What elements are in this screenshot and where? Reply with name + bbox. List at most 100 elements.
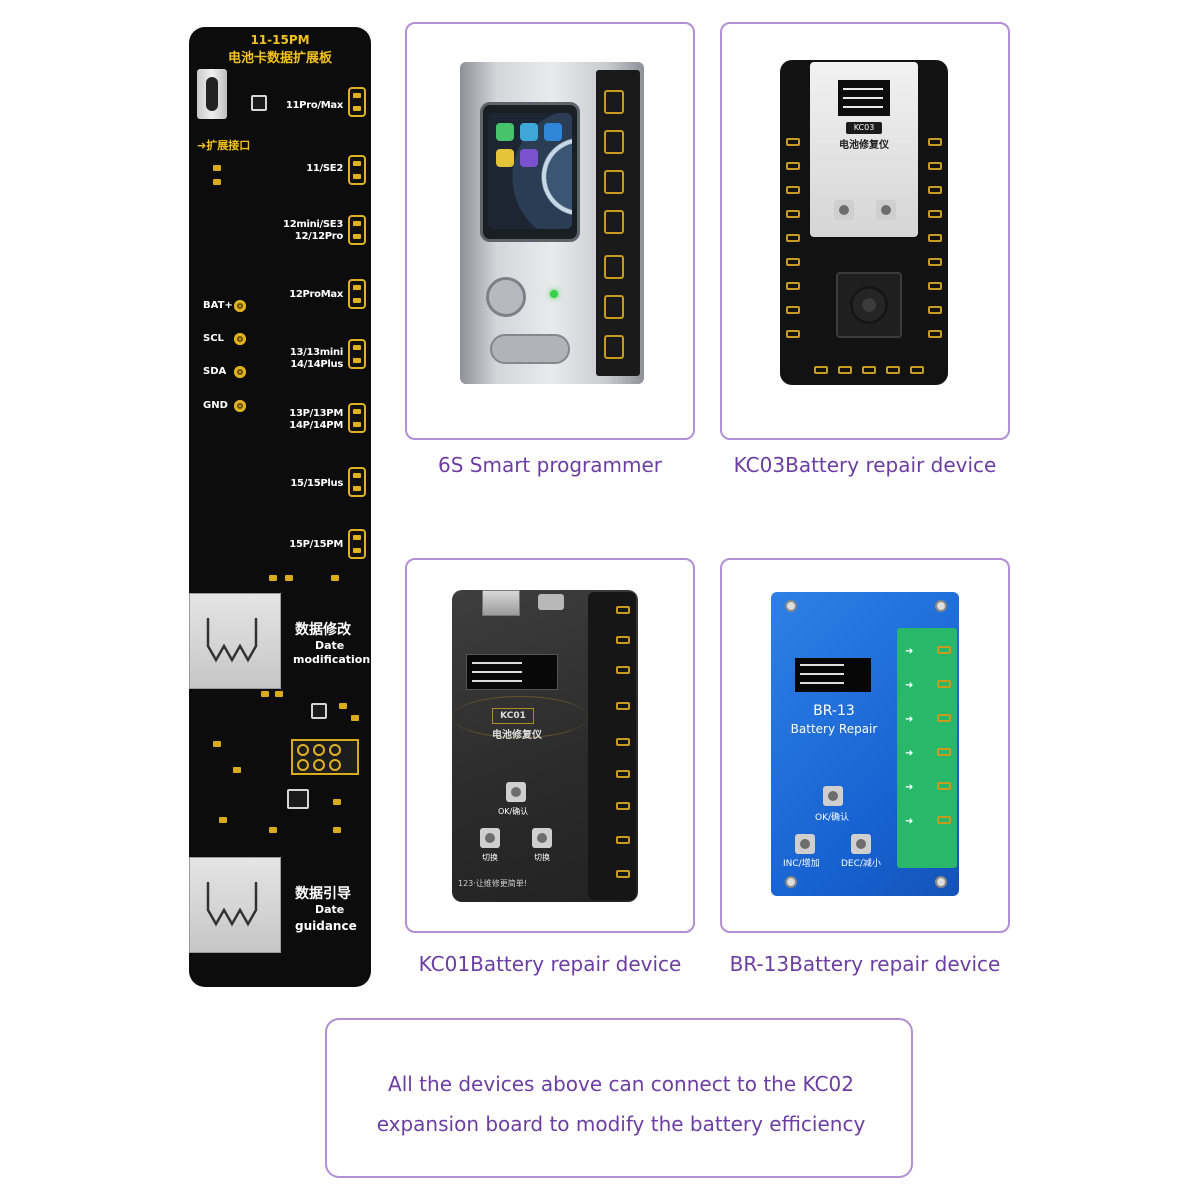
kc03-device: KC03 电池修复仪 xyxy=(780,60,948,385)
kc03-badge: KC03 xyxy=(846,122,882,134)
kc01-footer: 123·让维修更简单! xyxy=(458,879,528,888)
kc01-usb-c-port xyxy=(538,594,564,610)
smd-pad xyxy=(285,575,293,581)
port1-en-label-1: Date xyxy=(315,639,345,652)
programmer-device xyxy=(460,62,644,384)
kc01-ok-button xyxy=(506,782,526,802)
app-icon xyxy=(520,149,538,167)
br13-device: BR-13 Battery Repair OK/确认 INC/增加 DEC/减小… xyxy=(771,592,959,896)
note-line-2: expansion board to modify the battery ef… xyxy=(376,1112,866,1136)
chip xyxy=(311,703,327,719)
connector-strip xyxy=(596,70,640,376)
battery-pad xyxy=(348,403,366,433)
test-point xyxy=(234,366,246,378)
battery-pad xyxy=(348,155,366,185)
kc01-right-label: 切换 xyxy=(534,853,550,862)
app-icon xyxy=(496,149,514,167)
br13-ok-label: OK/确认 xyxy=(815,813,850,823)
nav-button-graphic xyxy=(490,334,570,364)
pad-label-11se2: 11/SE2 xyxy=(306,163,343,174)
kc01-badge: KC01 xyxy=(492,708,534,724)
kc01-device: KC01 电池修复仪 OK/确认 切换 切换 123·让维修更简单! xyxy=(452,590,638,902)
br13-ok-button xyxy=(823,786,843,806)
kc01-ring-decoration xyxy=(452,696,588,738)
pad-label-14: 14/14Plus xyxy=(290,359,343,370)
smd-pad xyxy=(233,767,241,773)
chip xyxy=(251,95,267,111)
smd-pad xyxy=(331,575,339,581)
caption-kc01: KC01Battery repair device xyxy=(418,952,682,976)
smd-pad xyxy=(333,799,341,805)
smd-pad xyxy=(269,827,277,833)
pad-label-12mini: 12mini/SE3 xyxy=(283,219,343,230)
kc01-left-label: 切换 xyxy=(482,853,498,862)
usb-c-port xyxy=(197,69,227,119)
br13-subtitle: Battery Repair xyxy=(790,722,878,736)
pin-label-gnd: GND xyxy=(203,400,228,411)
pin-label-bat: BAT+ xyxy=(203,300,233,311)
pad-label-13: 13/13mini xyxy=(289,347,343,358)
kc01-display xyxy=(466,654,558,690)
usb-a-port-modification xyxy=(189,593,281,689)
note-line-1: All the devices above can connect to the… xyxy=(388,1072,854,1096)
smd-pad xyxy=(339,703,347,709)
battery-pad xyxy=(348,339,366,369)
app-icon xyxy=(520,123,538,141)
test-point xyxy=(234,300,246,312)
port2-en-label-1: Date xyxy=(315,903,345,916)
cooling-fan xyxy=(836,272,902,338)
pad-label-12: 12/12Pro xyxy=(294,231,344,242)
pin-label-sda: SDA xyxy=(203,366,227,377)
caption-programmer: 6S Smart programmer xyxy=(437,453,662,477)
app-icon xyxy=(544,123,562,141)
programmer-screen xyxy=(480,102,580,242)
kc01-ok-label: OK/确认 xyxy=(498,807,529,816)
smd-pad xyxy=(269,575,277,581)
smd-pad xyxy=(261,691,269,697)
pad-label-12promax: 12ProMax xyxy=(289,289,343,300)
kc03-display xyxy=(838,80,890,116)
app-icon xyxy=(496,123,514,141)
battery-pad xyxy=(348,87,366,117)
compatibility-note: All the devices above can connect to the… xyxy=(325,1018,913,1178)
usb-a-port-guidance xyxy=(189,857,281,953)
br13-dec-button xyxy=(851,834,871,854)
smd-pad xyxy=(275,691,283,697)
test-point xyxy=(234,333,246,345)
chip xyxy=(287,789,309,809)
ok-button-graphic xyxy=(486,277,526,317)
br13-inc-label: INC/增加 xyxy=(783,859,820,869)
pad-label-13p: 13P/13PM xyxy=(289,408,343,419)
kc03-subtitle: 电池修复仪 xyxy=(839,140,889,151)
kc01-usb-port xyxy=(482,590,520,616)
kc01-subtitle: 电池修复仪 xyxy=(492,730,542,741)
smd-pad xyxy=(213,179,221,185)
test-point xyxy=(234,400,246,412)
expansion-interface-label: ➜扩展接口 xyxy=(197,139,251,152)
kc01-connector-strip xyxy=(588,592,636,900)
expansion-board: 11-15PM 电池卡数据扩展板 ➜扩展接口 11Pro/Max 11/SE2 … xyxy=(189,27,371,987)
kc03-button-graphic xyxy=(834,200,854,220)
smd-pad xyxy=(333,827,341,833)
br13-title: BR-13 xyxy=(813,703,855,719)
port2-en-label-2: guidance xyxy=(295,919,357,933)
caption-br13: BR-13Battery repair device xyxy=(729,952,1001,976)
smd-pad xyxy=(213,741,221,747)
pad-label-15p: 15P/15PM xyxy=(289,539,343,550)
pad-label-11pro: 11Pro/Max xyxy=(285,100,343,111)
kc01-left-button xyxy=(480,828,500,848)
battery-pad xyxy=(348,467,366,497)
br13-dec-label: DEC/减小 xyxy=(841,859,881,869)
br13-display xyxy=(795,658,871,692)
kc01-right-button xyxy=(532,828,552,848)
board-title-model: 11-15PM xyxy=(250,33,310,47)
battery-pad xyxy=(348,529,366,559)
smd-pad xyxy=(351,715,359,721)
pad-label-14p: 14P/14PM xyxy=(289,420,343,431)
battery-pad xyxy=(348,215,366,245)
caption-kc03: KC03Battery repair device xyxy=(733,453,997,477)
br13-connector-board: ➜ ➜ ➜ ➜ ➜ ➜ xyxy=(897,628,957,868)
pad-label-15: 15/15Plus xyxy=(290,478,343,489)
kc03-button-graphic xyxy=(876,200,896,220)
battery-pad xyxy=(348,279,366,309)
